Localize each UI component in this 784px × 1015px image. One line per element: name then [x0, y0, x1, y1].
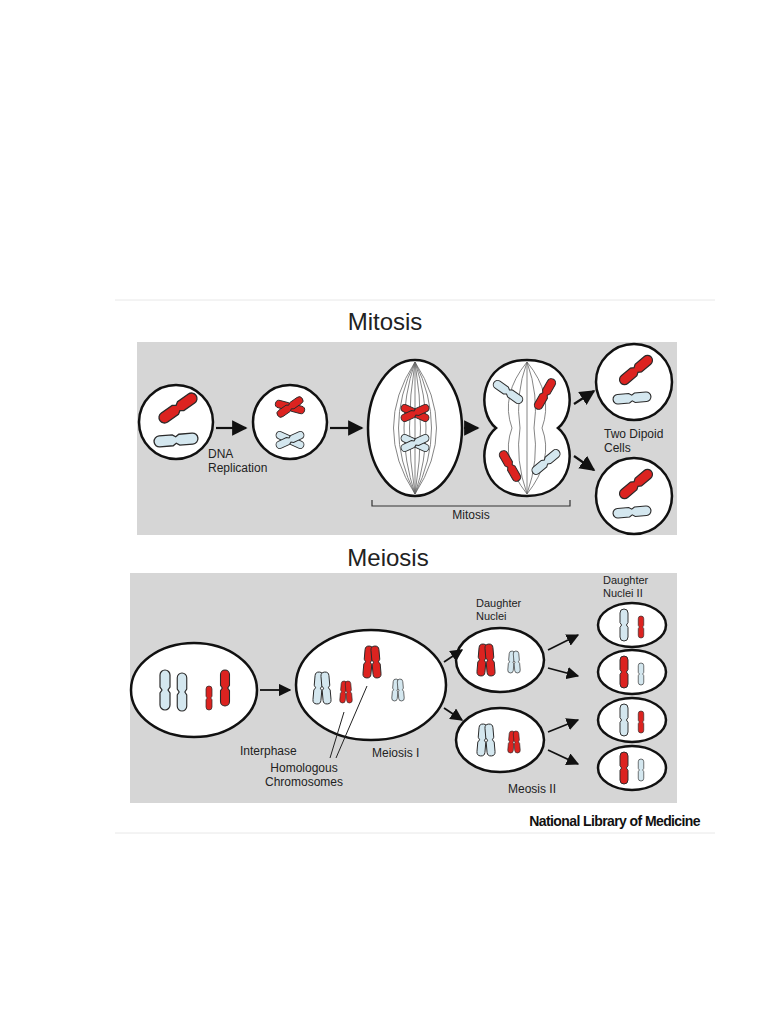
section-heading: Mitosis: [285, 308, 485, 336]
stage-label: Daughter Nuclei: [476, 597, 532, 622]
source-credit: National Library of Medicine: [529, 813, 700, 829]
meiosis-panel: MeiosisDaughter Nuclei IIDaughter Nuclei…: [130, 573, 677, 803]
stage-label: Interphase: [240, 745, 297, 759]
result-label: Two Dipoid Cells: [604, 428, 672, 456]
stage-label: Meosis II: [508, 783, 556, 797]
section-heading: Meiosis: [288, 544, 488, 572]
step-label: DNA Replication: [208, 448, 280, 476]
result-label: Daughter Nuclei II: [603, 574, 665, 599]
callout-label: Homologous Chromosomes: [262, 762, 346, 790]
mitosis-panel: MitosisDNA ReplicationMitosisTwo Dipoid …: [137, 342, 677, 535]
bracket-label: Mitosis: [371, 509, 571, 523]
stage-label: Meiosis I: [372, 747, 419, 761]
